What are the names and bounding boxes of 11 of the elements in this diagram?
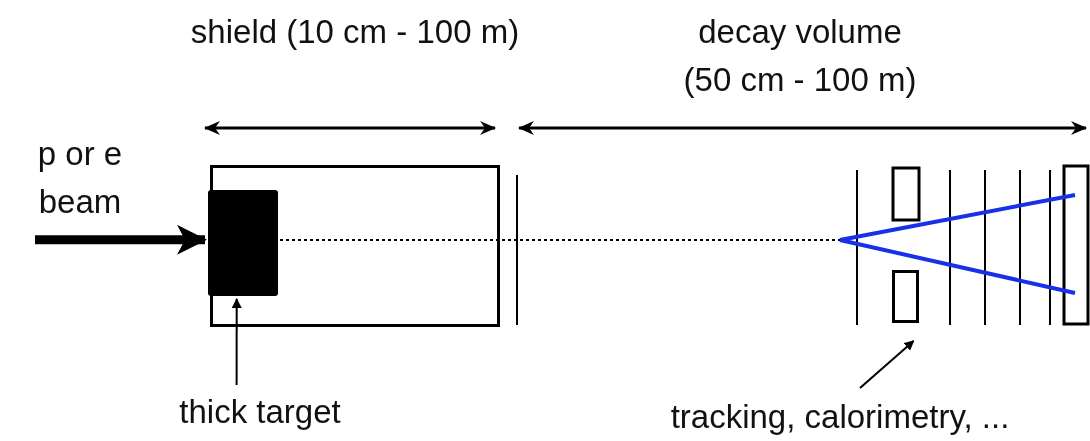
shield-box <box>210 165 500 327</box>
detector-block <box>892 270 919 323</box>
target-block <box>208 190 278 296</box>
callout-text: tracking, calorimetry, ... <box>590 393 1090 441</box>
dimension-label: shield (10 cm - 100 m) <box>189 12 521 52</box>
dimension-label: decay volume (50 cm - 100 m) <box>682 12 918 100</box>
leader-line <box>859 340 915 389</box>
beam-arrow <box>35 224 207 255</box>
callout-text: p or e beam <box>0 130 160 226</box>
leader-line <box>231 298 242 386</box>
callout-text: thick target <box>130 388 390 436</box>
